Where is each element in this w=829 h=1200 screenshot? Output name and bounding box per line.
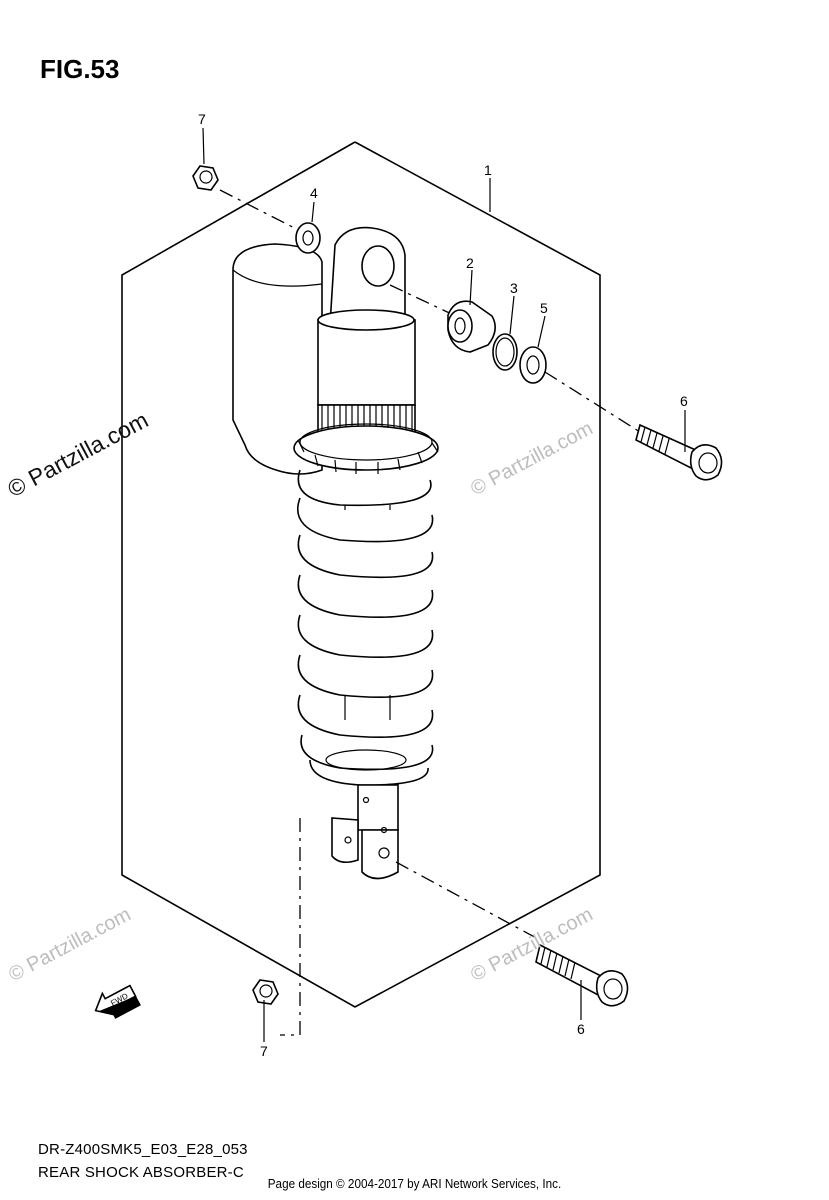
part-4-washer — [295, 222, 321, 254]
part-3-circlip — [492, 333, 518, 371]
spring-adjuster — [293, 423, 439, 474]
part-6-bolt-bottom — [535, 943, 629, 1007]
part-7-nut-top — [192, 165, 219, 191]
figure-title: FIG.53 — [40, 54, 120, 84]
callout-1: 1 — [484, 162, 492, 178]
part-title: REAR SHOCK ABSORBER-C — [38, 1164, 244, 1181]
model-code: DR-Z400SMK5_E03_E28_053 — [38, 1141, 248, 1158]
part-6-bolt-top — [635, 423, 723, 481]
coil-spring — [297, 469, 434, 786]
assembly-outline — [121, 141, 601, 1008]
callout-6-bottom: 6 — [577, 1021, 585, 1037]
reservoir-cylinder — [232, 243, 323, 475]
callout-7-bottom: 7 — [260, 1043, 268, 1059]
part-2-collar — [447, 300, 496, 353]
callout-7-top: 7 — [198, 111, 206, 127]
part-7-nut-bottom — [252, 979, 279, 1005]
callout-6-top: 6 — [680, 393, 688, 409]
callout-5: 5 — [540, 300, 548, 316]
fwd-arrow-icon: FWD — [94, 984, 141, 1019]
lower-clevis — [331, 784, 399, 880]
leader-lines — [202, 127, 686, 1042]
upper-mount — [329, 226, 406, 326]
part-5-washer — [519, 346, 547, 384]
callout-4: 4 — [310, 185, 318, 201]
callout-2: 2 — [466, 255, 474, 271]
callout-3: 3 — [510, 280, 518, 296]
page-footer: Page design © 2004-2017 by ARI Network S… — [267, 1176, 562, 1191]
